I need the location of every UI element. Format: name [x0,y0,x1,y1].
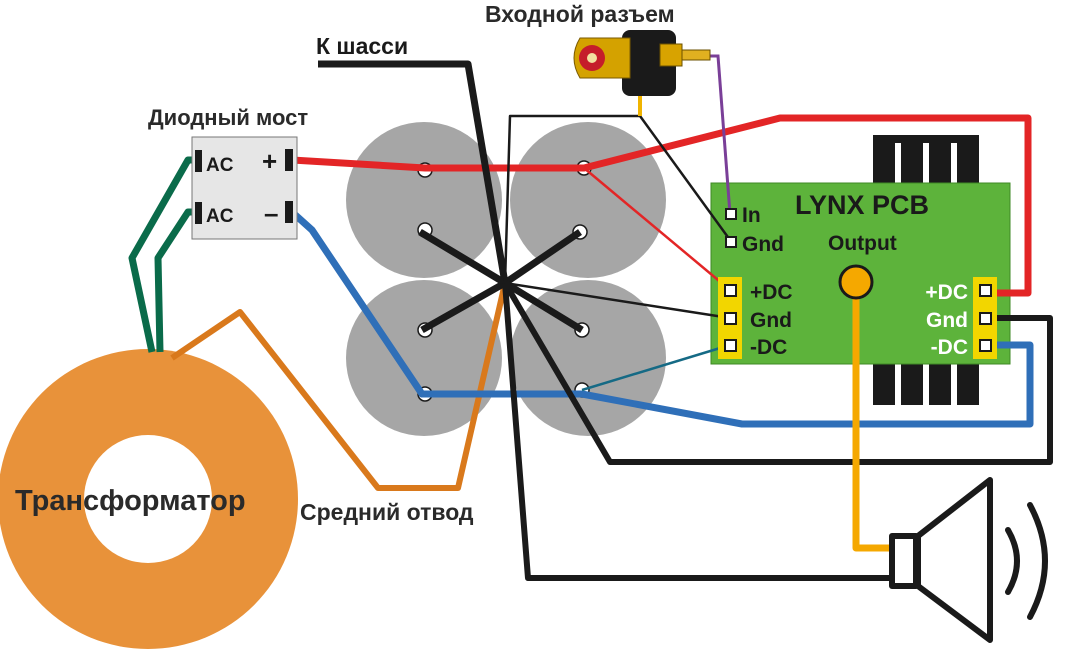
pcb-right-pin-gnd: Gnd [926,309,968,332]
ac-wires [128,156,198,353]
transformer-label: Трансформатор [15,485,246,517]
pcb-left-pin-plus-dc: +DC [750,281,793,304]
pcb-right-pin-plus-dc: +DC [925,281,968,304]
transformer [0,349,298,649]
pcb-pin-headers [718,208,997,359]
center-tap-wire [170,282,508,491]
pcb-right-pin-minus-dc: -DC [931,336,968,359]
plus-dc-wire [291,114,1032,297]
minus-dc-wire-thin [581,343,731,392]
pcb-left-pin-minus-dc: -DC [750,336,787,359]
chassis-label: К шасси [316,33,408,59]
pcb-title: LYNX PCB [795,190,929,220]
bridge-plus-label: + [262,146,277,176]
pcb-in-label: In [742,204,761,227]
capacitor-3 [346,280,502,436]
speaker-icon [889,477,993,643]
capacitor-2 [510,122,666,278]
bridge-ac2-label: AC [206,206,234,227]
diode-bridge-label: Диодный мост [148,105,308,130]
output-wire [852,282,892,552]
pcb-gnd-label: Gnd [742,233,784,256]
pcb-left-pin-gnd: Gnd [750,309,792,332]
diode-bridge [191,136,298,240]
capacitor-1 [346,122,502,278]
center-tap-label: Средний отвод [300,499,474,525]
signal-wire [708,54,732,215]
input-jack-label: Входной разъем [485,1,675,27]
pcb-output-label: Output [828,232,897,255]
ground-wires [318,60,1053,581]
minus-dc-wire [289,209,1034,428]
rca-input-jack [573,30,711,116]
bridge-minus-label: – [264,198,278,228]
bridge-ac1-label: AC [206,155,234,176]
plus-dc-wire-thin [583,167,731,291]
output-pad [838,264,874,300]
sound-waves-icon [1005,502,1048,620]
